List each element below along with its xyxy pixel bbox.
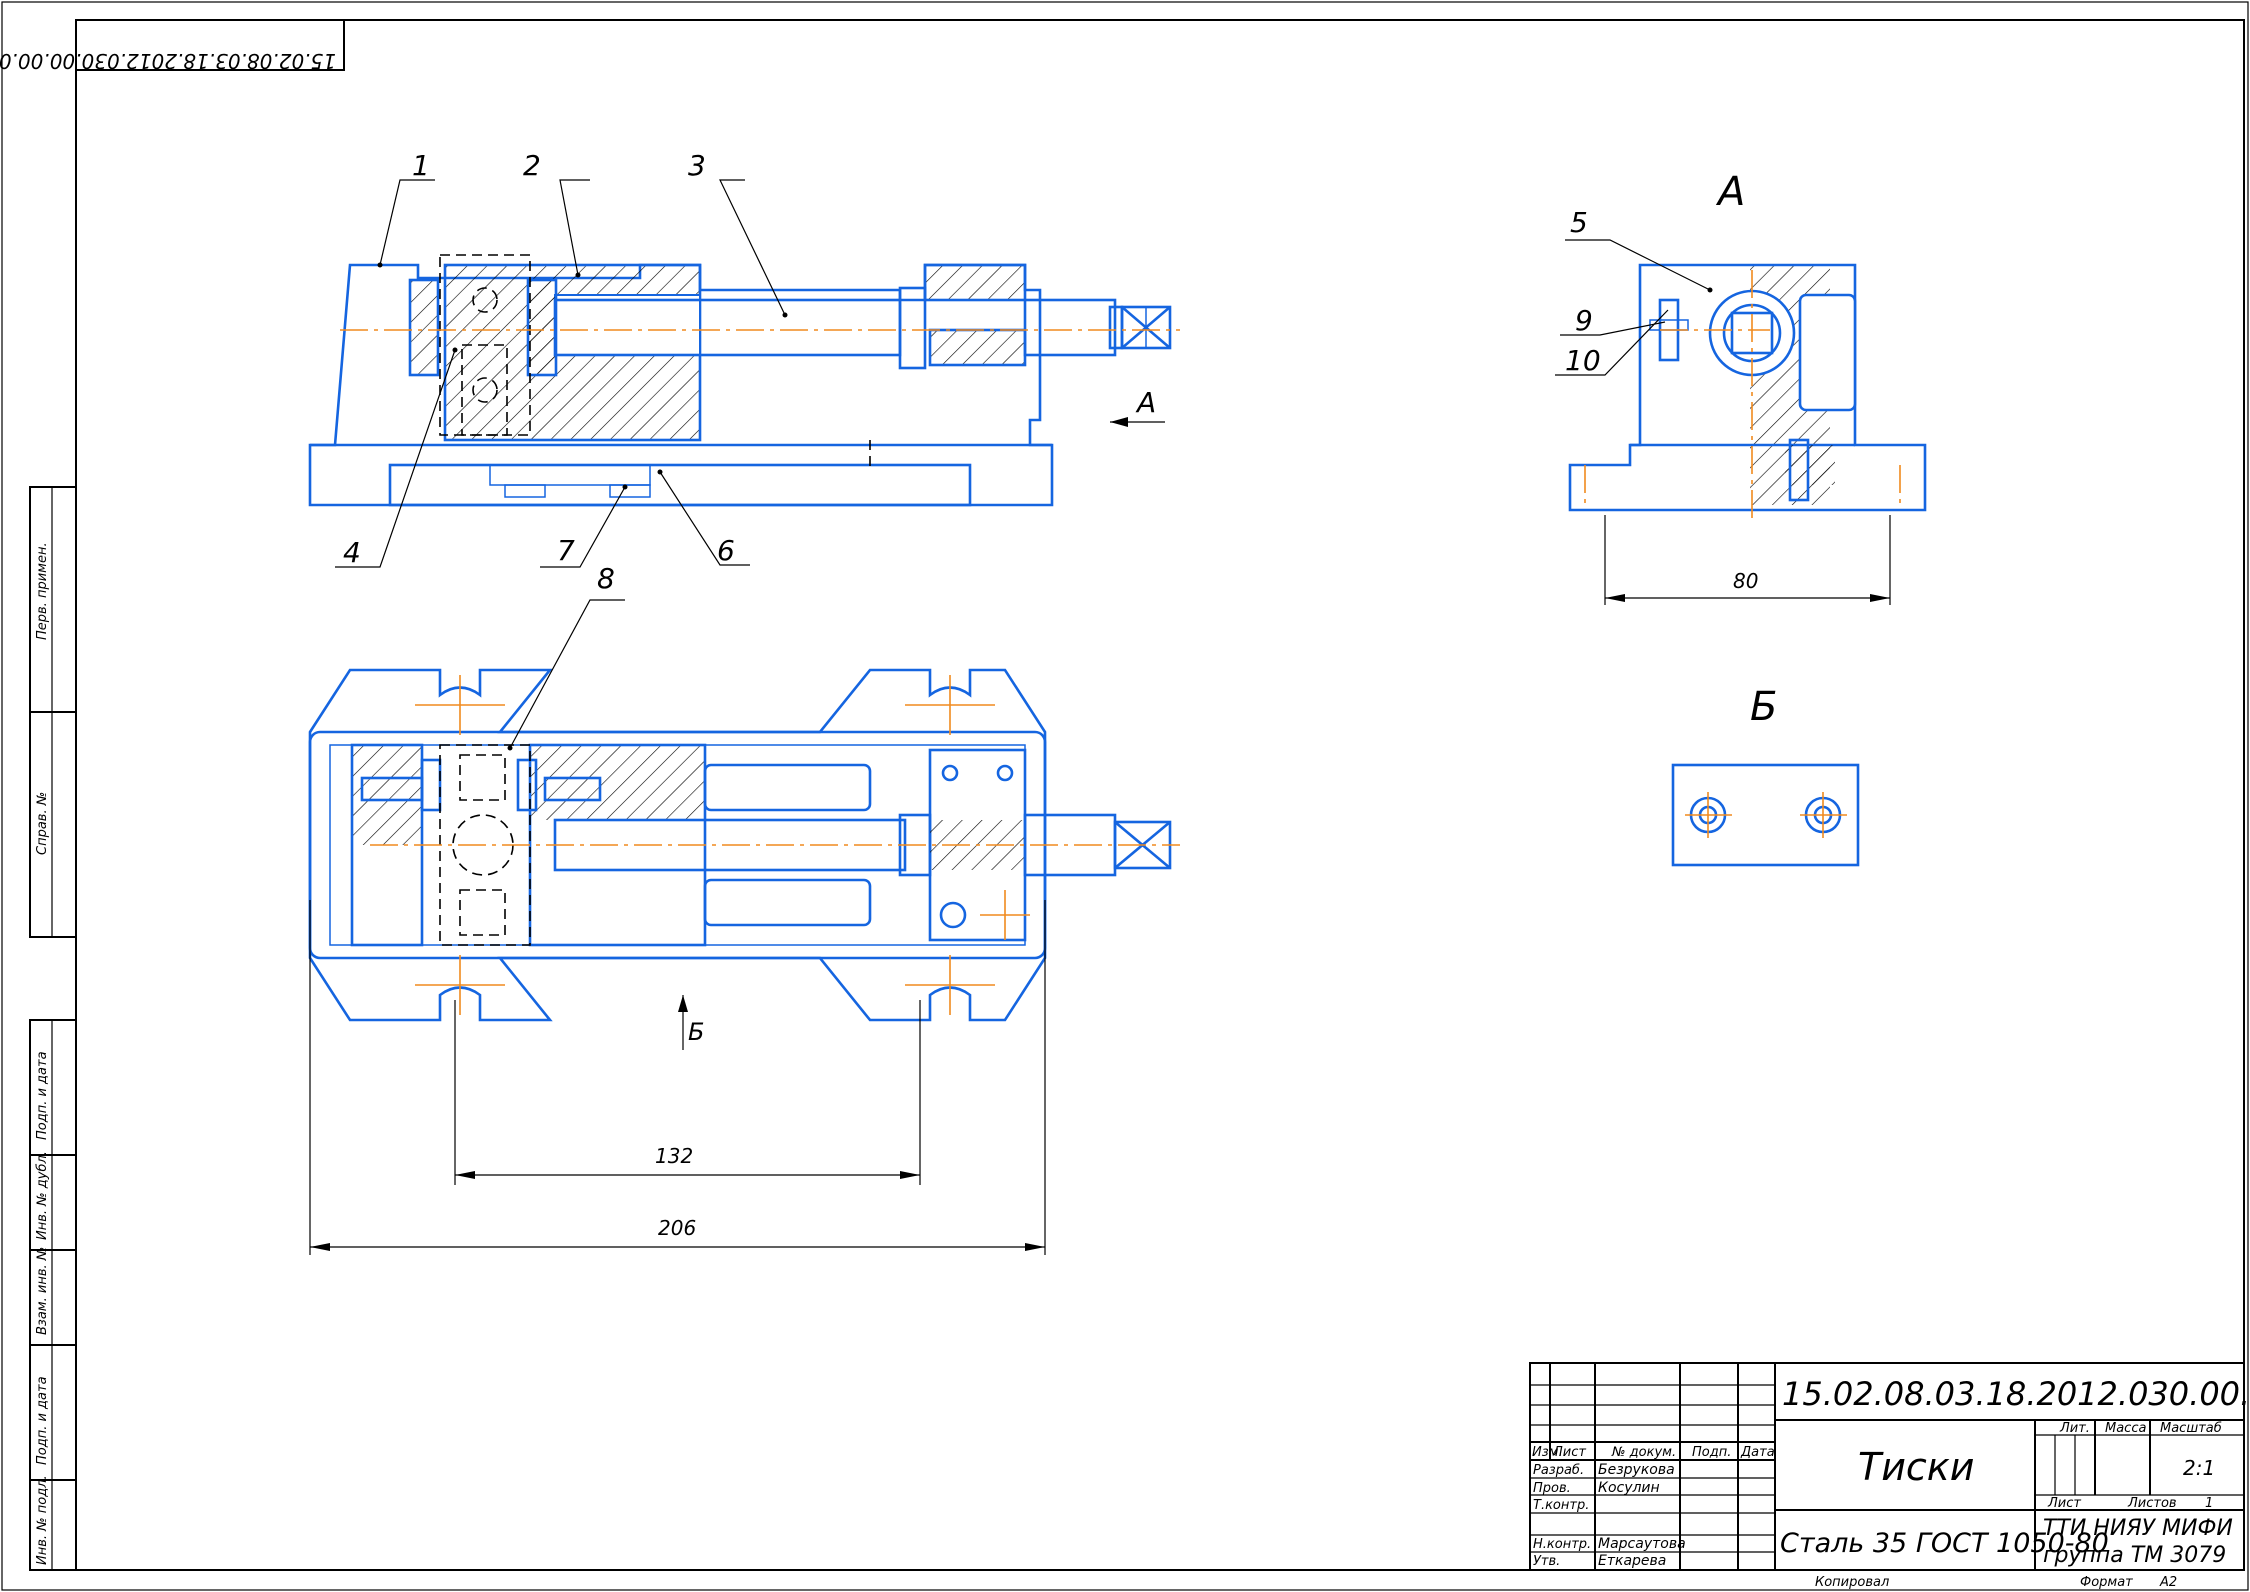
leaders — [335, 179, 1713, 751]
side-stamp: Перв. примен. Справ. № Подп. и дата Инв.… — [29, 486, 77, 1571]
title-block: 15.02.08.03.18.2012.030.00.00.00 Тиски С… — [1529, 1362, 2250, 1571]
label-lit: Лит. — [2059, 1421, 2090, 1436]
view-a: А 80 — [1568, 169, 1927, 605]
person-razrab: Безрукова — [1598, 1462, 1675, 1478]
dim-132: 132 — [655, 1144, 693, 1168]
label-sheets: Листов — [2127, 1496, 2177, 1511]
dim-206: 206 — [658, 1216, 696, 1240]
top-view: Б 132 206 — [308, 668, 1180, 1255]
part-label-5: 5 — [1570, 206, 1588, 239]
view-b-title: Б — [1750, 684, 1777, 730]
hdr-doc: № докум. — [1611, 1445, 1676, 1460]
sheets-count: 1 — [2205, 1496, 2213, 1511]
view-arrow-a: А — [1110, 386, 1165, 427]
title-org-1: ТТИ НИЯУ МИФИ — [2043, 1516, 2233, 1541]
label-format: Формат — [2080, 1575, 2133, 1590]
scale-value: 2:1 — [2183, 1456, 2215, 1480]
view-label-a-arrow: А — [1135, 386, 1156, 419]
part-label-4: 4 — [343, 536, 361, 569]
role-nkontr: Н.контр. — [1533, 1537, 1591, 1552]
part-label-7: 7 — [557, 534, 575, 567]
role-razrab: Разраб. — [1533, 1463, 1584, 1478]
hdr-data: Дата — [1740, 1445, 1775, 1460]
part-label-3: 3 — [688, 149, 706, 182]
person-prov: Косулин — [1598, 1480, 1660, 1496]
stamp-perv-primen: Перв. примен. — [35, 542, 50, 640]
role-tkontr: Т.контр. — [1533, 1498, 1589, 1513]
role-prov: Пров. — [1533, 1481, 1571, 1496]
stamp-inv-dubl: Инв. № дубл. — [35, 1151, 50, 1240]
part-label-1: 1 — [412, 149, 430, 182]
dim-80: 80 — [1733, 569, 1758, 593]
stamp-sprav-no: Справ. № — [35, 792, 50, 855]
view-b: Б — [1671, 684, 1860, 867]
part-label-8: 8 — [597, 562, 615, 595]
hdr-list: Лист — [1552, 1445, 1586, 1460]
stamp-podp-data-2: Подп. и дата — [35, 1376, 50, 1465]
corner-code: 15.02.08.03.18.2012.030.00.00.00 — [0, 49, 336, 73]
stamp-vzam-inv: Взам. инв. № — [35, 1247, 50, 1335]
title-org-2: группа ТМ 3079 — [2043, 1543, 2226, 1568]
part-label-6: 6 — [717, 534, 735, 567]
title-doc-number: 15.02.08.03.18.2012.030.00.00.00 — [1782, 1375, 2250, 1413]
part-label-2: 2 — [523, 149, 541, 182]
title-name: Тиски — [1858, 1445, 1974, 1489]
view-a-title: А — [1715, 169, 1745, 215]
person-utv: Еткарева — [1598, 1553, 1666, 1569]
hdr-izm: Изм. — [1532, 1445, 1563, 1460]
person-nkontr: Марсаутова — [1598, 1536, 1686, 1552]
front-view — [308, 254, 1180, 507]
corner-stamp: 15.02.08.03.18.2012.030.00.00.00 — [0, 19, 345, 73]
format-value: А2 — [2159, 1575, 2177, 1590]
part-label-10: 10 — [1565, 344, 1601, 377]
label-masshtab: Масштаб — [2160, 1421, 2222, 1436]
part-label-9: 9 — [1575, 304, 1593, 337]
role-utv: Утв. — [1533, 1554, 1560, 1569]
hdr-podp: Подп. — [1692, 1445, 1731, 1460]
stamp-inv-podl: Инв. № подл. — [35, 1475, 50, 1565]
view-label-b-arrow: Б — [688, 1018, 704, 1046]
title-material: Сталь 35 ГОСТ 1050-80 — [1780, 1528, 2109, 1559]
stamp-podp-data-1: Подп. и дата — [35, 1051, 50, 1140]
label-sheet: Лист — [2047, 1496, 2081, 1511]
label-massa: Масса — [2105, 1421, 2146, 1436]
label-kopiroval: Копировал — [1815, 1575, 1889, 1590]
